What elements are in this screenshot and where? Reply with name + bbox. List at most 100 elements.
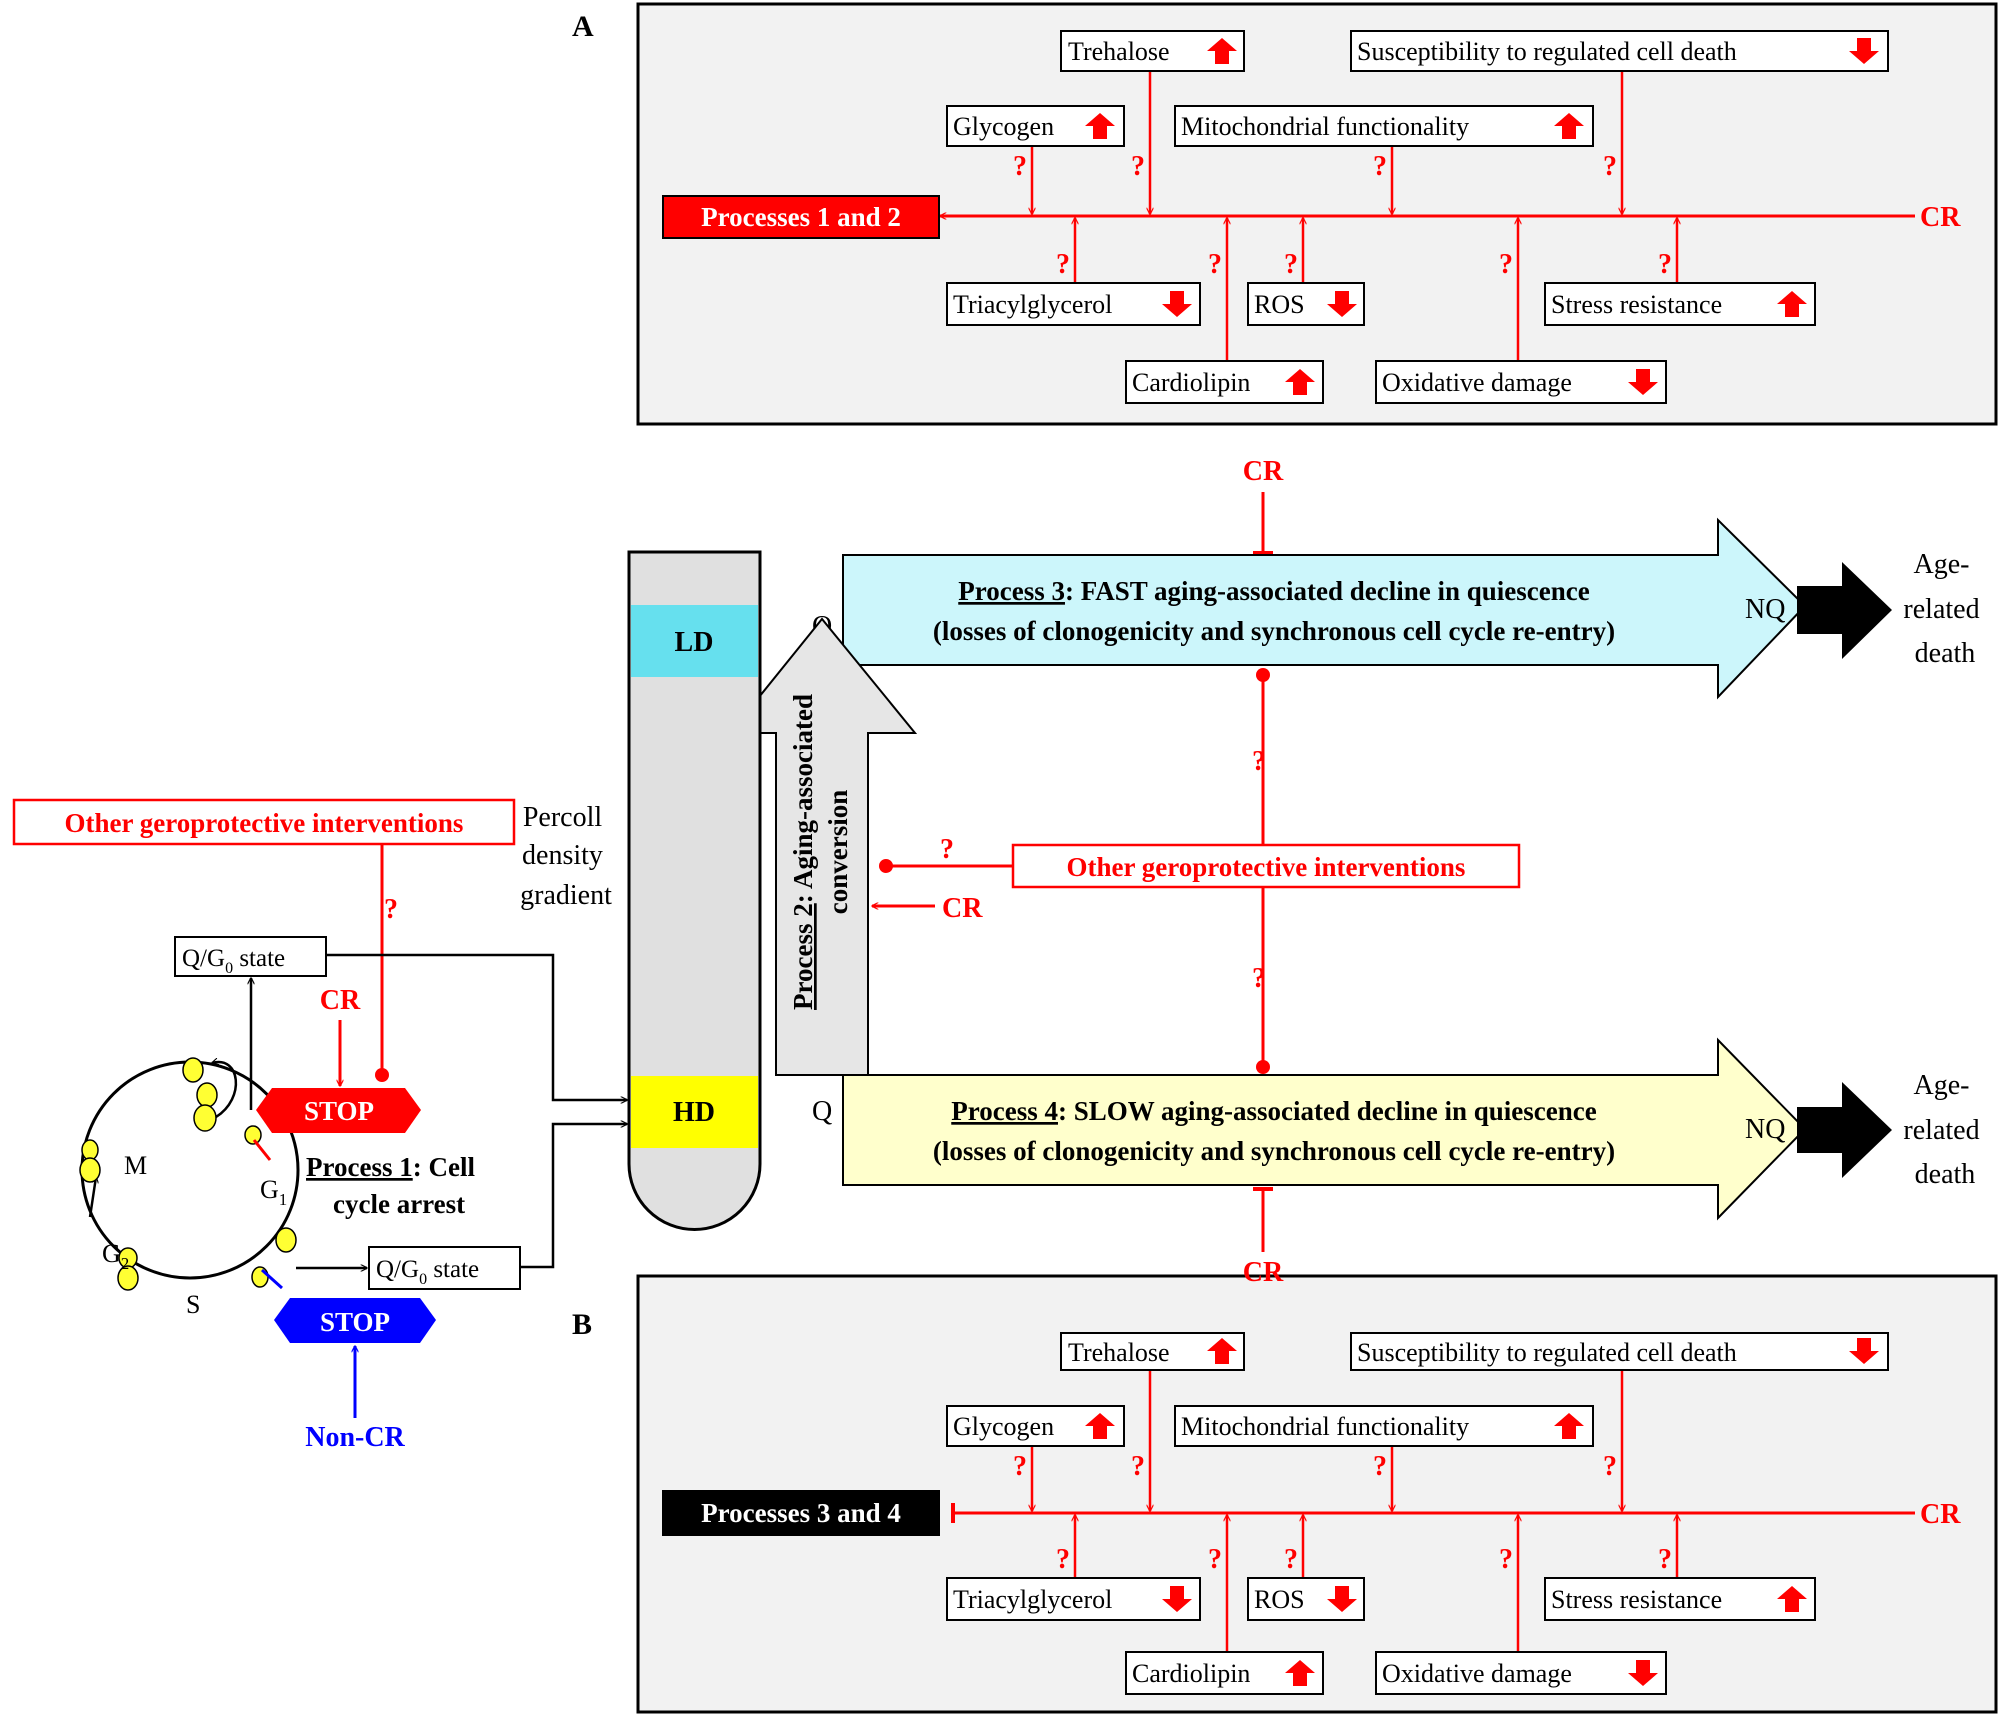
factor-mito: Mitochondrial functionality [1181,1412,1469,1441]
factor-ros: ROS [1254,290,1305,319]
yeast-cells [79,1057,297,1291]
cr-cycle-label: CR [320,985,361,1016]
panel-a-cr-label: CR [1920,202,1961,233]
percoll-tube [627,550,762,1231]
factor-box-tag [946,1577,1201,1621]
nq-label-process-3: NQ [1745,594,1785,625]
other-interventions-left-box [12,798,516,846]
process-3-line1: Process 3: FAST aging-associated decline… [958,576,1589,606]
process-2-line2: conversion [823,790,853,915]
process-2-title: Process 2 [788,903,818,1010]
process-4-line1: Process 4: SLOW aging-associated decline… [951,1096,1597,1126]
q-mark: ? [1499,249,1513,280]
q-mark: ? [1013,1451,1027,1482]
q-mark: ? [1603,151,1617,182]
factor-box-stress [1544,282,1816,326]
age-related-death-2: Age- related death [1903,1070,1986,1190]
percoll-label: Percoll density gradient [520,802,612,911]
factor-glycogen: Glycogen [953,112,1054,141]
other-interventions-center-box [1011,843,1521,889]
process-3-arrow [842,517,1807,700]
q-mark: ? [1013,151,1027,182]
factor-glycogen: Glycogen [953,1412,1054,1441]
stop-red-block-mark [252,1139,272,1161]
q-mark: ? [1208,1544,1222,1575]
non-cr-label: Non-CR [305,1422,405,1453]
hd-label: HD [673,1097,715,1128]
process-2-desc: : Aging-associated [788,694,818,903]
factor-trehalose: Trehalose [1068,37,1170,66]
process-1-title: Process 1 [306,1152,413,1182]
factor-box-oxidative [1375,360,1667,404]
q-mark: ? [1284,1544,1298,1575]
hd-band [631,1076,758,1148]
process-2-line1: Process 2: Aging-associated [788,694,818,1010]
stop-blue-label: STOP [320,1307,390,1337]
factor-box-susceptibility [1350,1332,1889,1371]
panel-a-label: A [572,10,594,43]
q-mark: ? [1284,249,1298,280]
panel-b-cr-label: CR [1920,1499,1961,1530]
black-arrow-icon [1797,1082,1892,1178]
phase-g1: G1 [260,1175,287,1209]
factor-stress: Stress resistance [1551,1585,1722,1614]
panel-b-target-label: Processes 3 and 4 [701,1498,901,1528]
factor-oxidative: Oxidative damage [1382,1659,1572,1688]
factor-oxidative: Oxidative damage [1382,368,1572,397]
cycle-direction-arrow [88,1177,96,1218]
factor-mito: Mitochondrial functionality [1181,112,1469,141]
other-interventions-center-label: Other geroprotective interventions [1067,852,1466,882]
stop-blue-block-mark [260,1268,284,1290]
q-mark: ? [1373,1451,1387,1482]
factor-box-oxidative [1375,1651,1667,1695]
q-mark: ? [1208,249,1222,280]
budding-arrow [212,1062,238,1119]
yeast-cell [117,1265,139,1291]
nq-label-process-4: NQ [1745,1114,1785,1145]
process-3-title: Process 3 [958,576,1065,606]
factor-box-mito [1174,1405,1594,1447]
panel-a-target-label: Processes 1 and 2 [701,202,901,232]
q-state-bottom: Q/G0 state [376,1256,479,1288]
phase-g2: G2 [102,1239,129,1273]
factor-cardiolipin: Cardiolipin [1132,368,1250,397]
q-mark: ? [1658,249,1672,280]
panel-b: B CR Processes 3 and 4 ? ? ? ? ? ? ? ? ?… [572,1274,1998,1714]
yeast-cell [79,1157,101,1183]
process-3-desc: : FAST aging-associated decline in quies… [1065,576,1590,606]
factor-susceptibility: Susceptibility to regulated cell death [1357,37,1737,66]
yeast-cell [81,1139,99,1161]
ld-label: LD [675,627,714,658]
factor-box-susceptibility [1350,30,1889,72]
phase-m: M [124,1151,147,1180]
q-state-box-top [174,936,327,977]
q-mark: ? [1373,151,1387,182]
factor-tag: Triacylglycerol [953,1585,1112,1614]
process-1-desc: : Cell [413,1152,476,1182]
factor-box-trehalose [1060,1332,1245,1371]
q-mark-left: ? [384,894,398,925]
factor-box-stress [1544,1577,1816,1621]
yeast-cell [193,1104,217,1132]
yeast-cell [251,1266,269,1288]
q-mark: ? [1131,1451,1145,1482]
q-state-top: Q/G0 state [182,945,285,977]
stop-blue-sign [274,1298,436,1343]
factor-tag: Triacylglycerol [953,290,1112,319]
process-1-line2: cycle arrest [333,1189,465,1219]
ld-band [631,605,758,677]
q-state-box-bottom [368,1246,521,1290]
q-mark: ? [1603,1451,1617,1482]
process-4-desc: : SLOW aging-associated decline in quies… [1058,1096,1597,1126]
q-mark: ? [1658,1544,1672,1575]
panel-a-question-marks: ? ? ? ? ? ? ? ? ? [1013,151,1672,280]
yeast-cell [196,1082,218,1108]
panel-b-target-box [662,1490,940,1536]
cr-process-2-label: CR [942,893,983,924]
process-4-line2: (losses of clonogenicity and synchronous… [933,1136,1615,1166]
q-mark: ? [1056,249,1070,280]
phase-s: S [186,1290,200,1319]
factor-ros: ROS [1254,1585,1305,1614]
black-arrow-icon [1797,562,1892,659]
factor-cardiolipin: Cardiolipin [1132,1659,1250,1688]
